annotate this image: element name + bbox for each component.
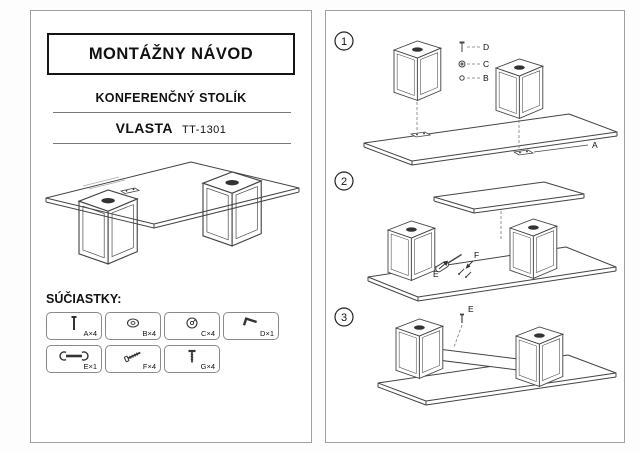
guide-line — [453, 324, 463, 348]
callout-d: D — [483, 42, 489, 52]
part-label: E×1 — [83, 362, 97, 371]
part-label: B×4 — [142, 329, 156, 338]
part-box-c: C×4 — [164, 312, 220, 340]
shelf-panel — [433, 181, 585, 214]
callout-e: E — [433, 269, 439, 279]
screw-icon — [188, 349, 196, 363]
glass-shine — [82, 176, 126, 190]
manual-title: MONTÁŽNY NÁVOD — [88, 44, 254, 63]
guide-lines — [416, 46, 520, 150]
table-illustration — [45, 161, 300, 265]
left-panel: MONTÁŽNY NÁVOD KONFERENČNÝ STOLÍK VLASTA… — [30, 10, 312, 443]
part-label: A×4 — [83, 329, 97, 338]
divider — [53, 143, 291, 144]
mounting-plate — [119, 187, 141, 194]
part-label: D×1 — [260, 329, 274, 338]
part-box-f: F×4 — [105, 345, 161, 373]
step-1: 1 — [334, 31, 618, 166]
dowel-icon — [71, 316, 77, 330]
part-box-g: G×4 — [164, 345, 220, 373]
callout-b: B — [483, 73, 489, 83]
allen-key-icon — [242, 317, 258, 326]
right-panel: 1 — [325, 10, 625, 443]
pedestal-right — [515, 326, 564, 387]
step-number: 1 — [341, 36, 347, 48]
callout-f: F — [474, 250, 479, 260]
washer-icon — [126, 318, 140, 328]
part-box-b: B×4 — [105, 312, 161, 340]
step-2: 2 — [334, 171, 617, 302]
pedestal-left — [395, 318, 444, 379]
wrench-icon — [59, 351, 89, 361]
parts-list: A×4 B×4 C×4 D× — [46, 312, 298, 378]
pedestal-left — [78, 189, 138, 265]
parts-heading: SÚČIASTKY: — [46, 292, 122, 306]
arrowhead — [465, 263, 471, 269]
pedestal-right — [509, 218, 558, 279]
callout-leader — [533, 144, 589, 153]
step-number: 2 — [341, 176, 347, 188]
fastener-icons — [458, 41, 466, 81]
step-number-circle — [334, 171, 354, 191]
glass-top — [363, 113, 618, 166]
glass-top — [45, 161, 300, 229]
callout-a: A — [592, 140, 598, 150]
mounting-plates — [409, 131, 535, 156]
product-type-title: KONFERENČNÝ STOLÍK — [95, 91, 247, 105]
pedestal-left — [387, 220, 436, 281]
callout-e: E — [468, 304, 474, 314]
part-box-d: D×1 — [223, 312, 279, 340]
pedestal-left — [393, 40, 442, 101]
assembly-steps-diagram: 1 — [334, 31, 618, 406]
part-box-e: E×1 — [46, 345, 102, 373]
arrowhead — [443, 260, 448, 266]
callout-c: C — [483, 59, 489, 69]
part-box-a: A×4 — [46, 312, 102, 340]
part-label: G×4 — [200, 362, 215, 371]
pedestal-right — [495, 58, 544, 119]
model-name: VLASTA — [115, 120, 173, 136]
step-number-circle — [334, 307, 354, 327]
small-screw-icons — [458, 268, 472, 278]
divider — [53, 112, 291, 113]
cam-lock-icon — [186, 317, 198, 329]
model-line: VLASTA TT-1301 — [31, 120, 311, 136]
step-3: 3 E — [334, 304, 617, 406]
screw-icon — [460, 313, 464, 323]
step-number-circle — [334, 31, 354, 51]
step-number: 3 — [341, 312, 347, 324]
part-label: C×4 — [201, 329, 215, 338]
bolt-icon — [123, 351, 141, 363]
glass-base — [367, 246, 617, 302]
title-box: MONTÁŽNY NÁVOD — [47, 33, 295, 75]
connecting-shelf — [437, 348, 519, 371]
screwdriver-icon — [435, 253, 462, 273]
part-label: F×4 — [142, 362, 156, 371]
model-code: TT-1301 — [181, 124, 227, 136]
